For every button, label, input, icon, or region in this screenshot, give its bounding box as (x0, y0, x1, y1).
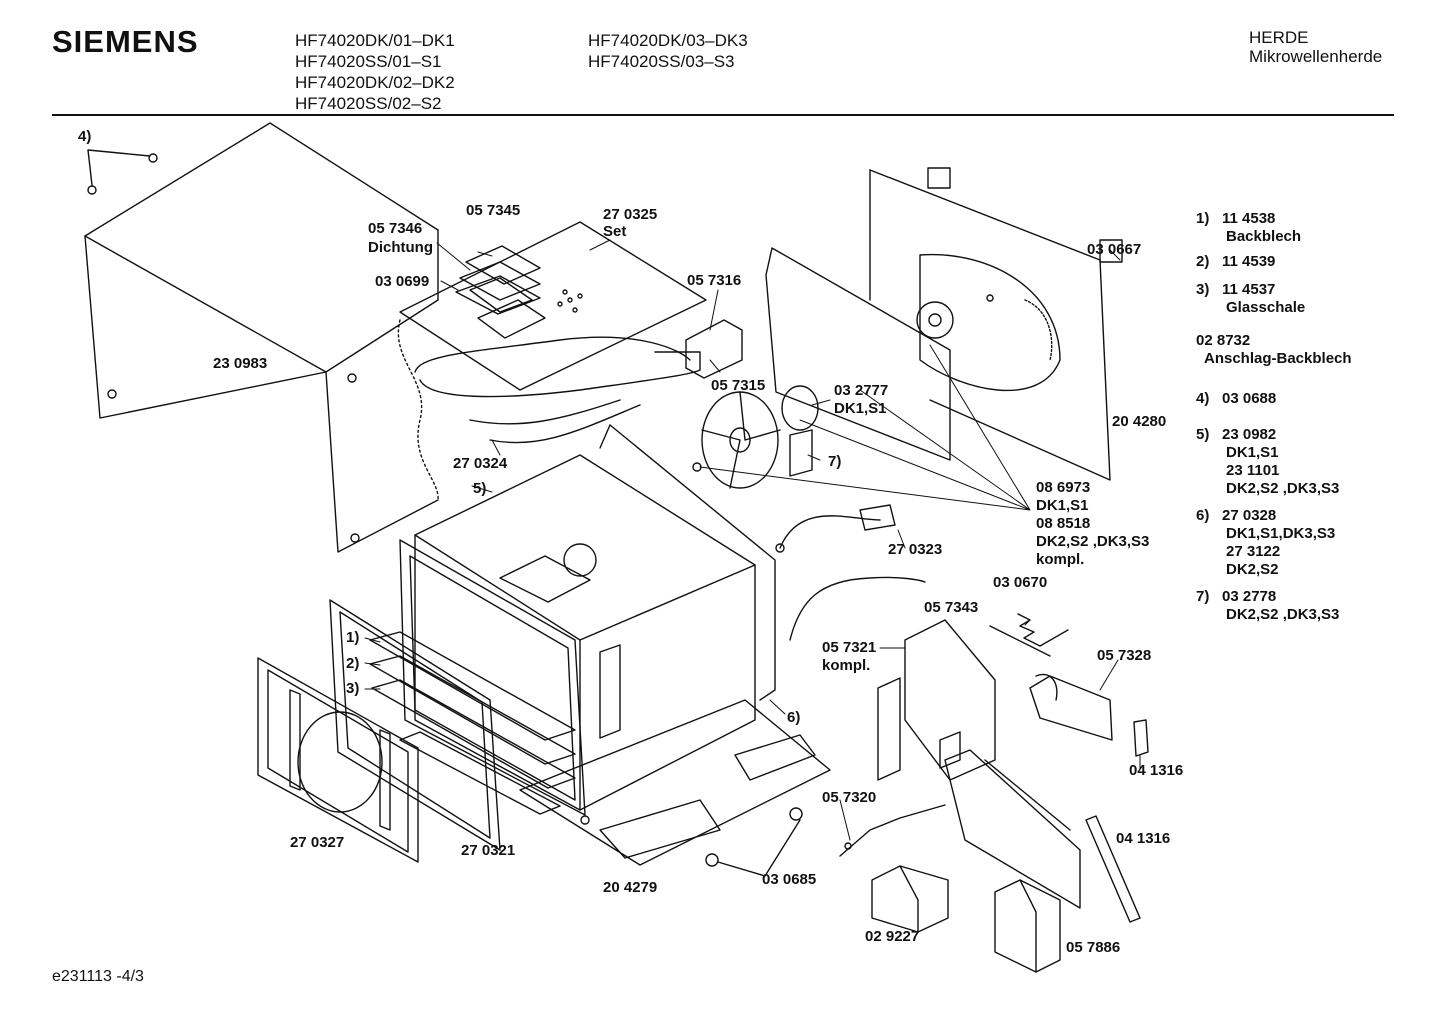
legend-entry: 02 8732 Anschlag-Backblech (1196, 332, 1352, 367)
callout-part: 08 8518 (1036, 515, 1091, 532)
cavity-frame (399, 539, 586, 816)
callout-part: 20 4280 (1112, 413, 1167, 430)
callout-part: 03 2777 (834, 382, 889, 399)
callout-part: 05 7316 (687, 272, 742, 289)
model-code: HF74020SS/03–S3 (588, 52, 735, 71)
brand-logo: SIEMENS (52, 24, 199, 59)
callout-part: 05 7320 (822, 789, 877, 806)
callout-part: 03 0685 (762, 871, 817, 888)
side-plate (944, 749, 1081, 909)
callout-note: 6) (787, 709, 801, 726)
back-panel (765, 167, 1123, 481)
relay-block (994, 879, 1061, 973)
callout-part: 04 1316 (1116, 830, 1171, 847)
callout-note: Dichtung (368, 239, 433, 256)
callout-note: 2) (346, 655, 360, 672)
callout-part: 05 7886 (1066, 939, 1121, 956)
callout-part: 05 7321 (822, 639, 877, 656)
category-block: HERDE Mikrowellenherde (1249, 28, 1382, 66)
callout-part: 04 1316 (1129, 762, 1184, 779)
bracket-part (685, 319, 743, 379)
callout-part: 05 7345 (466, 202, 521, 219)
callout-note: 1) (346, 629, 360, 646)
callout-part: 05 7328 (1097, 647, 1152, 664)
callout-variant: DK1,S1 (834, 400, 887, 417)
legend-entry: 7)03 2778 DK2,S2 ,DK3,S3 (1196, 588, 1340, 623)
top-cover-plate (399, 221, 707, 391)
callout-note: 5) (473, 480, 487, 497)
grill-element (414, 336, 701, 444)
model-code: HF74020DK/03–DK3 (588, 31, 748, 50)
callout-part: 02 9227 (865, 928, 920, 945)
wiring-harness (775, 504, 926, 641)
callout-part: 03 0699 (375, 273, 430, 290)
callout-part: 05 7343 (924, 599, 979, 616)
document-id: e231113 -4/3 (52, 968, 144, 985)
model-list-left: HF74020DK/01–DK1 HF74020SS/01–S1 HF74020… (295, 30, 455, 114)
callout-part: 27 0321 (461, 842, 516, 859)
callout-note: kompl. (1036, 551, 1085, 568)
legend-entry: 2)11 4539 (1196, 253, 1276, 270)
model-code: HF74020SS/02–S2 (295, 94, 442, 113)
callout-part: 05 7346 (368, 220, 423, 237)
transformer-part (871, 865, 949, 933)
callout-note: Set (603, 223, 627, 240)
callout-variant: DK1,S1 (1036, 497, 1089, 514)
header-divider (52, 114, 1394, 116)
gasket-stack (455, 245, 541, 315)
door-panel (257, 657, 419, 863)
screw-part (87, 149, 158, 195)
category-title: HERDE (1249, 28, 1309, 47)
legend-entry: 6)27 0328 DK1,S1,DK3,S3 27 3122 DK2,S2 (1196, 507, 1336, 578)
callout-note: 7) (828, 453, 842, 470)
legend-entry: 1)11 4538 Backblech (1196, 210, 1302, 245)
model-code: HF74020DK/01–DK1 (295, 31, 455, 50)
callout-screw: 4) (78, 128, 92, 145)
tray-stack (369, 631, 576, 815)
callout-part: 27 0323 (888, 541, 943, 558)
callout-part: 03 0670 (993, 574, 1048, 591)
relay-part (1085, 719, 1149, 923)
callout-part: 23 0983 (213, 355, 268, 372)
callout-part: 08 6973 (1036, 479, 1091, 496)
callout-part: 27 0325 (603, 206, 658, 223)
callout-part: 05 7315 (711, 377, 766, 394)
model-code: HF74020DK/02–DK2 (295, 73, 455, 92)
callout-part: 27 0327 (290, 834, 345, 851)
legend-entry: 4)03 0688 (1196, 390, 1277, 407)
cable-part (839, 804, 946, 857)
callout-part: 20 4279 (603, 879, 658, 896)
callout-part: 03 0667 (1087, 241, 1142, 258)
callout-note: 3) (346, 680, 360, 697)
callout-variant: DK2,S2 ,DK3,S3 (1036, 533, 1150, 550)
model-list-right: HF74020DK/03–DK3 HF74020SS/03–S3 (588, 30, 748, 72)
foot-part (705, 807, 803, 877)
door-switch-assembly (1029, 673, 1113, 741)
callout-note: kompl. (822, 657, 871, 674)
base-plate (519, 699, 831, 866)
legend-entry: 3)11 4537 Glasschale (1196, 281, 1306, 316)
category-subtitle: Mikrowellenherde (1249, 47, 1383, 66)
callout-part: 27 0324 (453, 455, 508, 472)
legend-entry: 5)23 0982 DK1,S1 23 1101 DK2,S2 ,DK3,S3 (1196, 426, 1340, 497)
model-code: HF74020SS/01–S1 (295, 52, 442, 71)
outer-casing (84, 122, 439, 553)
switch-bracket (877, 619, 996, 781)
leader-lines (364, 239, 1141, 841)
oven-cavity (414, 424, 776, 811)
